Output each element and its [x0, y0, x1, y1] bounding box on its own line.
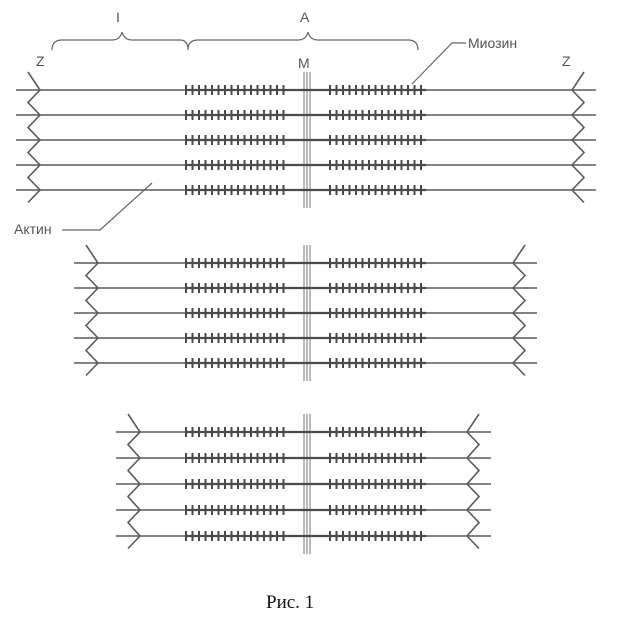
- label-m-line: M: [298, 55, 310, 71]
- label-band-A: A: [300, 9, 310, 25]
- brace-A: [187, 31, 419, 51]
- label-z-right: Z: [562, 53, 571, 69]
- label-z-left: Z: [36, 53, 45, 69]
- sarcomere-panel-relaxed: [16, 72, 596, 208]
- myosin-leader: [411, 42, 466, 85]
- sarcomere-panel-contracted: [74, 245, 537, 381]
- actin-leader: [62, 182, 153, 231]
- label-myosin: Миозин: [468, 35, 517, 51]
- label-actin: Актин: [14, 221, 52, 237]
- sarcomere-panel-fully-contracted: [116, 414, 491, 554]
- figure-caption: Рис. 1: [266, 592, 314, 613]
- brace-I: [51, 31, 189, 51]
- label-band-I: I: [116, 9, 120, 25]
